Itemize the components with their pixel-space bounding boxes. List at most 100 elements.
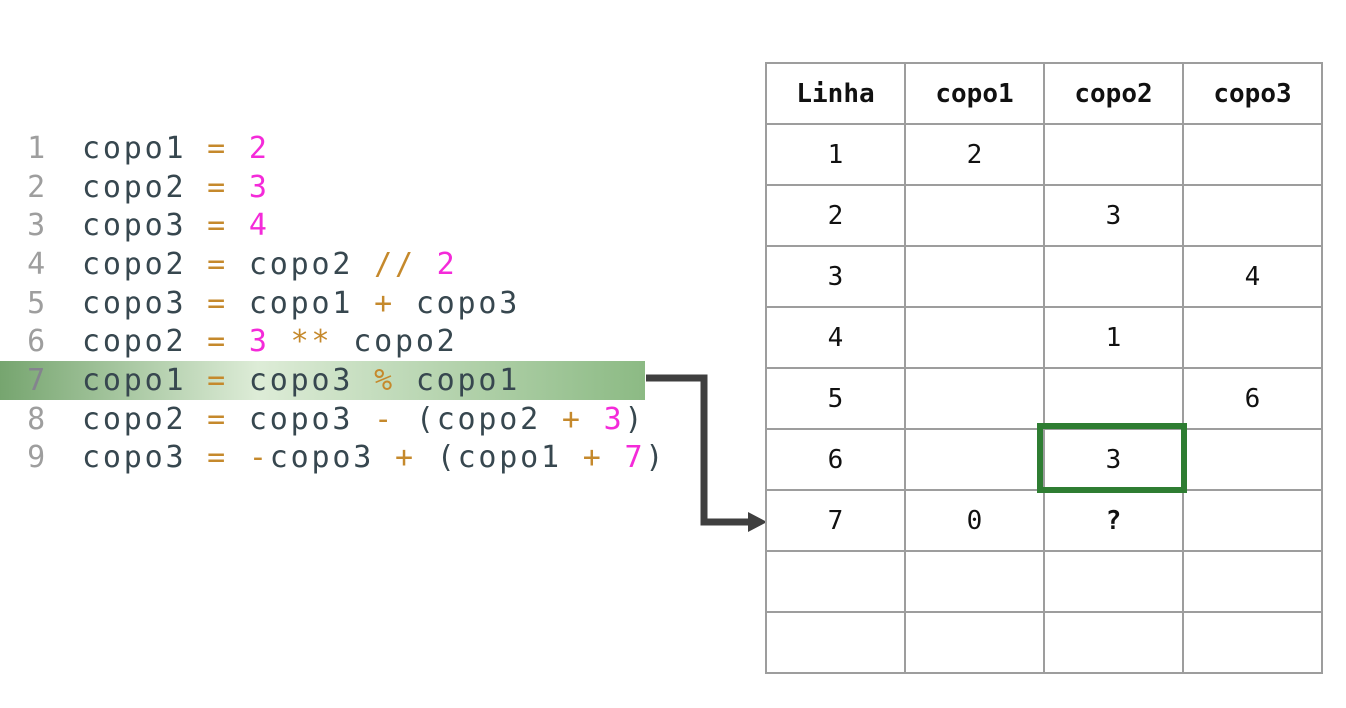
code-token-op: + — [561, 440, 625, 476]
table-cell — [904, 428, 1045, 491]
table-cell — [1182, 184, 1323, 247]
table-cell: 3 — [1043, 184, 1184, 247]
table-cell: 6 — [1182, 367, 1323, 430]
table-header-cell: copo3 — [1182, 62, 1323, 125]
code-token-var: copo2 — [82, 324, 187, 360]
code-line: 6 copo2 = 3 ** copo2 — [0, 322, 645, 361]
code-token-num: 3 — [603, 401, 625, 437]
code-token-var: copo1 — [82, 362, 187, 398]
code-token-num: 4 — [248, 208, 270, 244]
table-cell — [904, 550, 1045, 613]
table-cell — [1043, 611, 1184, 674]
line-number: 6 — [27, 324, 48, 360]
code-token-op: + — [541, 401, 604, 437]
code-token-var: copo3 — [248, 362, 354, 398]
table-row — [765, 611, 1323, 674]
table-cell — [904, 184, 1045, 247]
code-token-num: 3 — [248, 324, 270, 360]
code-text: copo1 = copo3 % copo1 — [82, 363, 520, 398]
code-token-var: copo2 — [82, 169, 187, 205]
code-token-var: copo1 — [457, 440, 562, 476]
code-token-var: copo2 — [353, 324, 458, 360]
code-text: copo3 = -copo3 + (copo1 + 7) — [82, 440, 666, 475]
code-token-op: = — [186, 401, 249, 437]
table-cell: 1 — [765, 123, 906, 186]
table-header-cell: copo1 — [904, 62, 1045, 125]
code-token-var: copo3 — [248, 401, 354, 437]
code-token-op: = — [186, 246, 249, 282]
code-text: copo2 = copo2 // 2 — [82, 247, 458, 282]
code-token-var: copo3 — [82, 285, 187, 321]
code-token-var: copo1 — [415, 362, 521, 398]
code-token-op: - — [353, 401, 416, 437]
table-cell: 2 — [765, 184, 906, 247]
code-line: 1 copo1 = 2 — [0, 129, 645, 168]
table-cell: 5 — [765, 367, 906, 430]
table-cell: ? — [1043, 489, 1184, 552]
line-number: 4 — [27, 246, 48, 282]
line-number: 2 — [27, 169, 48, 205]
code-text: copo2 = 3 ** copo2 — [82, 324, 458, 359]
code-token-var: copo2 — [436, 401, 541, 437]
code-token-var: copo3 — [415, 285, 521, 321]
code-token-num: 2 — [248, 130, 270, 166]
code-token-plain: ) — [645, 440, 667, 476]
code-token-op: - — [248, 440, 270, 476]
table-cell — [1182, 611, 1323, 674]
code-token-op: ** — [269, 324, 354, 360]
code-token-op: // — [353, 246, 437, 282]
code-token-op: % — [353, 362, 416, 398]
line-number: 1 — [27, 130, 48, 166]
code-token-var: copo1 — [82, 130, 187, 166]
line-number: 7 — [27, 362, 48, 398]
table-cell: 3 — [765, 245, 906, 308]
table-cell: 3 — [1043, 428, 1184, 491]
table-header-cell: copo2 — [1043, 62, 1184, 125]
table-row — [765, 550, 1323, 613]
code-token-op: = — [186, 324, 249, 360]
table-cell — [1182, 489, 1323, 552]
code-text: copo2 = copo3 - (copo2 + 3) — [82, 402, 645, 437]
table-cell: 4 — [1182, 245, 1323, 308]
code-token-op: = — [186, 362, 249, 398]
table-cell — [904, 245, 1045, 308]
code-line: 8 copo2 = copo3 - (copo2 + 3) — [0, 400, 645, 439]
code-token-var: copo3 — [269, 440, 375, 476]
table-header-cell: Linha — [765, 62, 906, 125]
code-text: copo1 = 2 — [82, 131, 270, 166]
table-cell — [904, 611, 1045, 674]
code-token-plain: ( — [436, 440, 458, 476]
code-token-num: 2 — [436, 246, 458, 282]
code-token-op: = — [186, 208, 249, 244]
code-line: 7 copo1 = copo3 % copo1 — [0, 361, 645, 400]
code-token-var: copo3 — [82, 440, 187, 476]
code-line: 4 copo2 = copo2 // 2 — [0, 245, 645, 284]
code-token-op: + — [374, 440, 437, 476]
code-token-var: copo1 — [248, 285, 354, 321]
table-cell — [1182, 306, 1323, 369]
line-number: 8 — [27, 401, 48, 437]
code-token-plain: ) — [624, 401, 646, 437]
table-cell — [1182, 123, 1323, 186]
table-cell — [1043, 550, 1184, 613]
table-cell — [1043, 245, 1184, 308]
code-token-var: copo2 — [248, 246, 354, 282]
code-token-op: = — [186, 130, 249, 166]
table-cell — [1043, 367, 1184, 430]
code-token-op: = — [186, 440, 249, 476]
table-cell — [1182, 550, 1323, 613]
